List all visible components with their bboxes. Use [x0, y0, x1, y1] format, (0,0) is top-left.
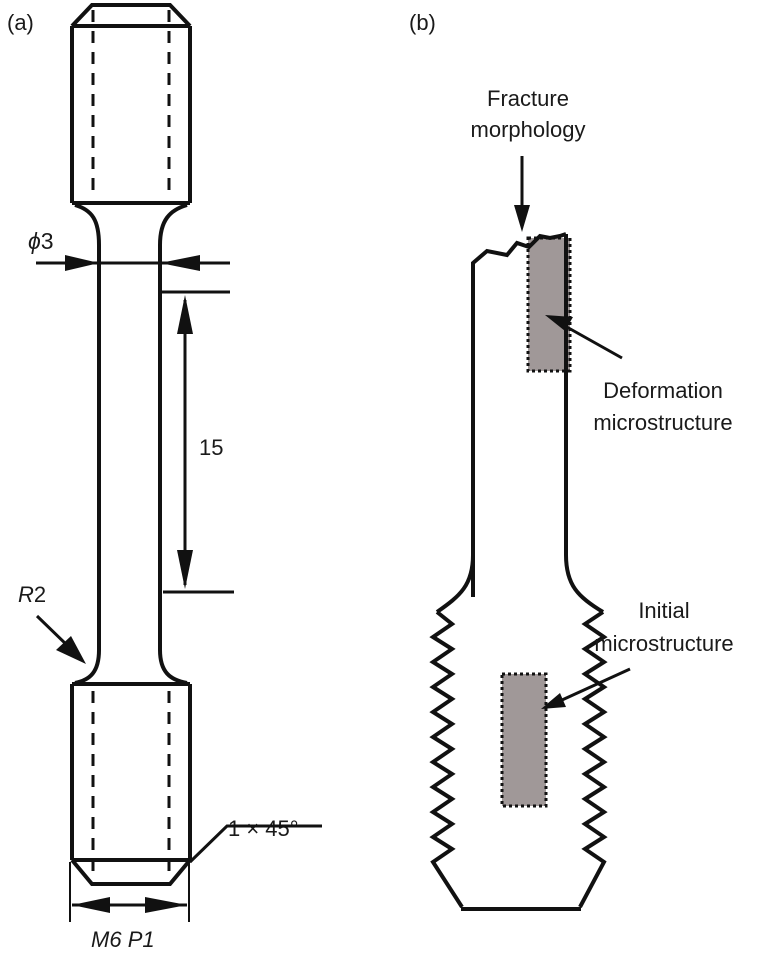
panel-b: (b) Fracture morphology Deformation micr… [409, 10, 734, 911]
fracture-label-line1: Fracture [487, 86, 569, 111]
initial-label-line1: Initial [638, 598, 689, 623]
deformation-label-line1: Deformation [603, 378, 723, 403]
left-thread-profile [429, 610, 464, 909]
diameter-arrow-left [65, 255, 99, 271]
thread-label: M6 P1 [91, 927, 155, 952]
bottom-grip [70, 682, 192, 886]
fracture-surface-profile [471, 232, 567, 597]
deformation-region [528, 238, 570, 371]
right-thread-profile [578, 610, 608, 908]
thread-dimension: M6 P1 [69, 862, 190, 952]
gauge-length-dimension: 15 [161, 290, 234, 594]
gauge-length-arrow-top [177, 295, 193, 334]
gauge-section [74, 203, 188, 685]
thread-arrow-right [145, 897, 187, 913]
diameter-arrow-right [160, 255, 200, 271]
top-grip [70, 3, 192, 205]
fracture-arrow-head [514, 205, 530, 232]
top-chamfer [70, 3, 192, 28]
deformation-arrow-shaft [564, 324, 623, 360]
chamfer-leader-line [188, 824, 322, 864]
bottom-chamfer [70, 858, 192, 886]
gauge-length-arrow-bottom [177, 550, 193, 589]
gauge-right-profile [158, 203, 188, 685]
chamfer-label: 1 × 45° [228, 816, 299, 841]
fillet-radius-callout: R2 [18, 582, 86, 664]
initial-label-line2: microstructure [594, 631, 733, 656]
initial-arrow-shaft [561, 667, 631, 702]
fracture-label-line2: morphology [471, 117, 586, 142]
gauge-length-label: 15 [199, 435, 223, 460]
panel-a-label: (a) [7, 10, 34, 35]
initial-region-outline [500, 672, 548, 808]
fillet-arrow [56, 636, 86, 664]
diameter-dimension: ϕ3 [28, 228, 230, 271]
initial-region [502, 674, 546, 806]
deformation-arrow-head [545, 315, 573, 331]
initial-arrow-head [541, 693, 566, 709]
panel-a: (a) ϕ3 [7, 3, 322, 952]
right-shoulder [564, 554, 605, 614]
chamfer-callout: 1 × 45° [188, 816, 322, 864]
diameter-label: ϕ3 [28, 228, 54, 254]
fillet-radius-label: R2 [18, 582, 46, 607]
left-shoulder [435, 554, 475, 614]
thread-arrow-left [72, 897, 110, 913]
panel-b-label: (b) [409, 10, 436, 35]
gauge-left-profile [74, 203, 101, 685]
deformation-label-line2: microstructure [593, 410, 732, 435]
